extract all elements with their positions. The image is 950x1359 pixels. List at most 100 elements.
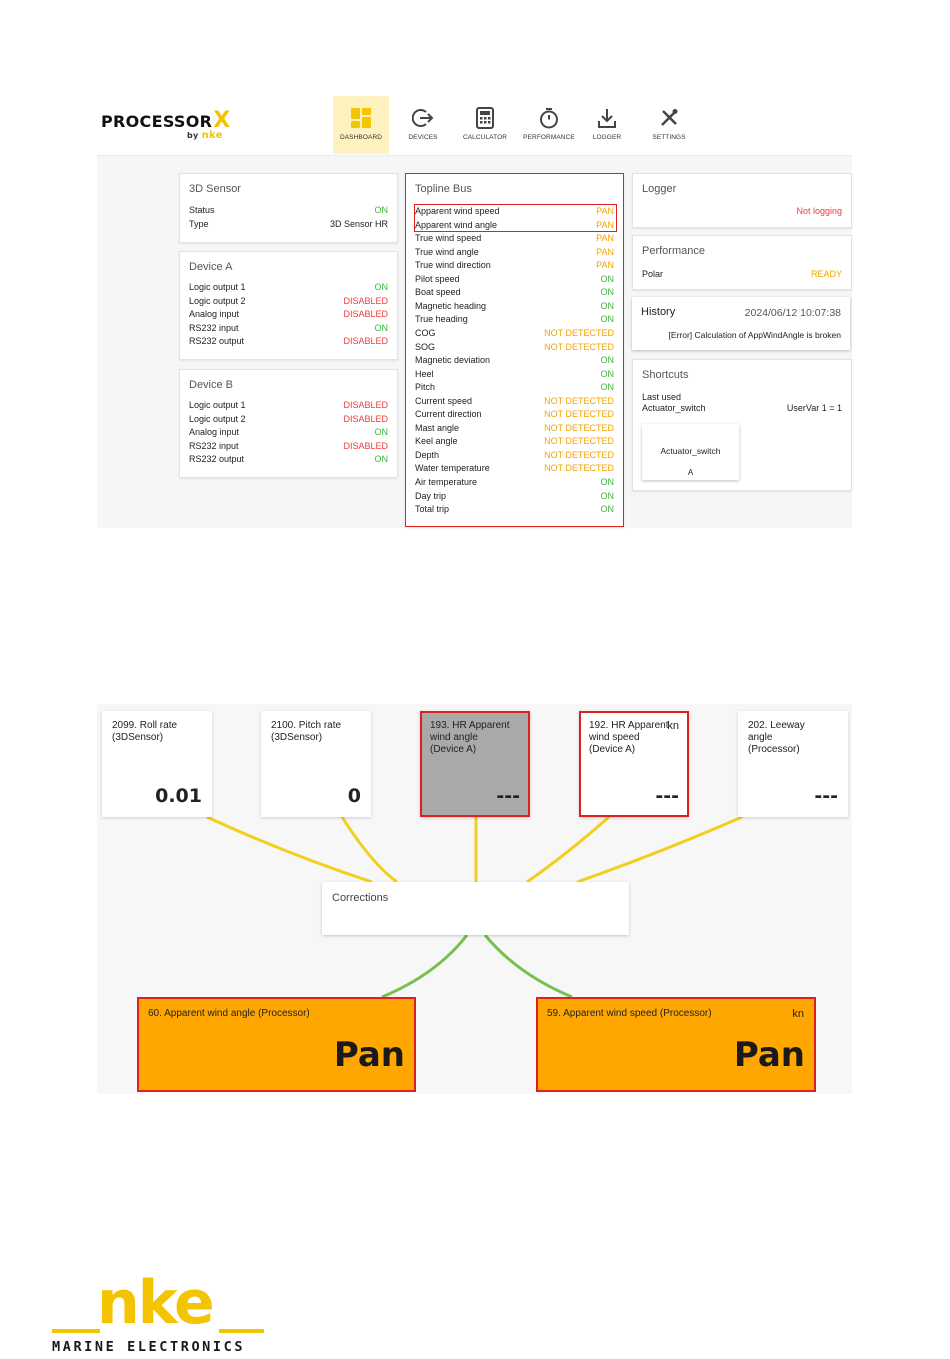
status-row-label: True wind angle	[415, 246, 479, 257]
status-row-label: RS232 input	[189, 440, 239, 451]
status-row-label: Current direction	[415, 409, 482, 420]
source-roll-rate[interactable]: 2099. Roll rate (3DSensor) 0.01	[102, 711, 212, 817]
shortcut-tile-value: A	[687, 468, 694, 477]
source-label: 202. Leeway angle (Processor)	[748, 720, 805, 755]
status-row-value: PAN	[596, 233, 614, 244]
calculator-icon	[476, 107, 494, 129]
brand-name: nke	[97, 1268, 215, 1338]
shortcuts-last-used-label: Last used	[642, 392, 682, 402]
source-leeway-angle[interactable]: 202. Leeway angle (Processor) ---	[738, 711, 848, 817]
shortcuts-last-used-row: Actuator_switch UserVar 1 = 1	[642, 402, 842, 415]
shortcut-tile-name: Actuator_switch	[660, 446, 721, 456]
status-row-label: Magnetic heading	[415, 300, 487, 311]
nav-settings[interactable]: SETTINGS	[641, 96, 697, 154]
status-row: RS232 input ON	[189, 322, 388, 335]
source-hr-apparent-wind-angle[interactable]: 193. HR Apparent wind angle (Device A) -…	[420, 711, 530, 817]
wire-output-aws	[483, 934, 573, 999]
card-shortcuts-title: Shortcuts	[642, 369, 689, 381]
status-row: Mast angle NOT DETECTED	[415, 422, 614, 435]
output-apparent-wind-speed[interactable]: 59. Apparent wind speed (Processor) kn P…	[536, 997, 816, 1092]
brand-line-left	[52, 1329, 100, 1333]
status-row-label: COG	[415, 327, 436, 338]
processor-dashboard: PROCESSORX by nke DASHBOARD DEVIC	[97, 96, 852, 528]
output-value: Pan	[333, 1035, 405, 1075]
status-row-value: ON	[600, 314, 615, 325]
status-row-label: True wind speed	[415, 233, 482, 244]
card-logger-title: Logger	[642, 183, 677, 195]
source-hr-apparent-wind-speed[interactable]: 192. HR Apparent wind speed (Device A) k…	[579, 711, 689, 817]
status-row-label: Logic output 2	[189, 295, 246, 306]
status-row-label: Keel angle	[415, 436, 458, 447]
brand-line-right	[219, 1329, 264, 1333]
nav-devices[interactable]: DEVICES	[395, 96, 451, 154]
nav-performance-label: PERFORMANCE	[523, 134, 575, 141]
status-row-label: Magnetic deviation	[415, 355, 491, 366]
corrections-diagram: 2099. Roll rate (3DSensor) 0.01 2100. Pi…	[97, 704, 852, 1094]
status-row-label: Total trip	[415, 504, 450, 515]
logger-status: Not logging	[796, 206, 842, 216]
status-row-value: NOT DETECTED	[544, 409, 614, 420]
shortcut-tile-actuator-switch[interactable]: Actuator_switch A	[642, 424, 739, 480]
status-row-value: PAN	[596, 219, 614, 230]
status-row-value: ON	[374, 322, 389, 333]
status-row-label: Pilot speed	[415, 273, 460, 284]
logo-mark: X	[213, 108, 231, 133]
status-row-label: Apparent wind speed	[415, 206, 500, 216]
corrections-node[interactable]: Corrections	[322, 882, 629, 935]
status-row: COG NOT DETECTED	[415, 327, 614, 340]
tools-icon	[661, 109, 678, 126]
status-row-value: PAN	[596, 206, 614, 216]
status-row-value: PAN	[596, 246, 614, 257]
nav-logger[interactable]: LOGGER	[579, 96, 635, 154]
output-label: 60. Apparent wind angle (Processor)	[148, 1008, 310, 1019]
status-row-label: Boat speed	[415, 287, 461, 298]
history-message: [Error] Calculation of AppWindAngle is b…	[668, 330, 841, 340]
card-history[interactable]: History 2024/06/12 10:07:38 [Error] Calc…	[632, 297, 850, 350]
nav-calculator[interactable]: CALCULATOR	[457, 96, 513, 154]
card-shortcuts: Shortcuts Last used Actuator_switch User…	[632, 359, 852, 491]
output-value: Pan	[733, 1035, 805, 1075]
status-row-label: Logic output 1	[189, 400, 246, 410]
source-value: 0.01	[155, 785, 202, 807]
status-row-label: Status	[189, 205, 215, 215]
status-row-label: Current speed	[415, 395, 473, 406]
status-row-value: DISABLED	[343, 295, 388, 306]
output-apparent-wind-angle[interactable]: 60. Apparent wind angle (Processor) Pan	[137, 997, 416, 1092]
source-value: ---	[814, 785, 838, 807]
status-row-value: NOT DETECTED	[544, 327, 614, 338]
status-row-value: DISABLED	[343, 400, 388, 410]
status-row: Logic output 2 DISABLED	[189, 295, 388, 308]
status-row-value: NOT DETECTED	[544, 436, 614, 447]
status-row-value: NOT DETECTED	[544, 422, 614, 433]
source-unit: kn	[667, 720, 679, 732]
status-row-value: ON	[600, 490, 615, 501]
status-row-label: RS232 input	[189, 322, 239, 333]
status-row: Current direction NOT DETECTED	[415, 408, 614, 421]
source-value: ---	[655, 785, 679, 807]
source-label: 2100. Pitch rate (3DSensor)	[271, 720, 342, 743]
status-row-label: RS232 output	[189, 454, 245, 465]
status-row-value: ON	[600, 355, 615, 366]
nav-dashboard[interactable]: DASHBOARD	[333, 96, 389, 154]
output-label: 59. Apparent wind speed (Processor)	[547, 1008, 712, 1019]
status-row: True wind speed PAN	[415, 232, 614, 245]
shortcuts-last-used-name: Actuator_switch	[642, 403, 706, 413]
status-row-label: Mast angle	[415, 422, 460, 433]
status-row-value: ON	[374, 427, 389, 438]
dashboard-icon	[351, 108, 371, 128]
source-pitch-rate[interactable]: 2100. Pitch rate (3DSensor) 0	[261, 711, 371, 817]
nav-performance[interactable]: PERFORMANCE	[521, 96, 577, 154]
status-row-label: Logic output 1	[189, 282, 246, 292]
logo-word: PROCESSOR	[101, 112, 213, 131]
status-row-label: Heel	[415, 368, 434, 379]
status-row-value: ON	[374, 282, 389, 292]
